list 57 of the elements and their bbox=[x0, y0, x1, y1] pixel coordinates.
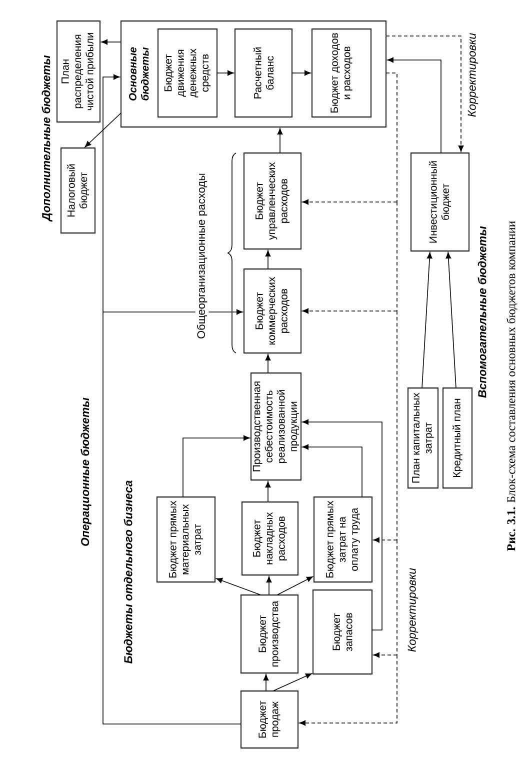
arrow bbox=[263, 674, 269, 692]
arrow bbox=[265, 481, 271, 502]
dashed-arrow bbox=[373, 652, 398, 658]
dashed-line bbox=[396, 202, 398, 312]
arrow bbox=[302, 444, 362, 498]
process-box: Бюджет прямых материальных затрат bbox=[156, 496, 216, 582]
arrow bbox=[102, 74, 120, 312]
process-box: Бюджет коммерческих расходов bbox=[244, 268, 302, 354]
process-box: Кредитный план bbox=[442, 388, 472, 488]
arrow bbox=[272, 673, 312, 692]
dashed-arrow bbox=[386, 36, 464, 152]
dashed-arrow bbox=[302, 199, 398, 205]
annotation-label: Корректировки bbox=[466, 31, 480, 119]
arrow bbox=[101, 39, 122, 45]
annotation-label: Корректировки bbox=[406, 566, 420, 654]
arrow bbox=[422, 252, 432, 388]
arrow bbox=[265, 354, 271, 374]
arrow bbox=[277, 128, 283, 154]
connector-line bbox=[102, 312, 242, 724]
process-box: Бюджет управленческих расходов bbox=[244, 152, 302, 250]
dashed-arrow bbox=[373, 537, 398, 543]
section-heading: Операционные бюджеты bbox=[79, 396, 93, 548]
arrow bbox=[216, 70, 234, 76]
arrow bbox=[266, 576, 272, 596]
dashed-arrow bbox=[302, 308, 398, 314]
section-heading: Бюджеты отдельного бизнеса bbox=[122, 478, 134, 666]
arrow bbox=[387, 57, 442, 154]
process-box: Бюджет доходов и расходов bbox=[312, 28, 372, 118]
process-box: Инвестиционный бюджет bbox=[410, 152, 470, 252]
dashed-line bbox=[396, 540, 398, 656]
process-box: Бюджет накладных расходов bbox=[242, 502, 298, 576]
process-box: Бюджет продаж bbox=[240, 690, 298, 748]
section-heading: Вспомогательные бюджеты bbox=[476, 224, 488, 400]
process-box: Налоговый бюджет bbox=[60, 148, 96, 234]
process-box: План капитальных затрат bbox=[408, 388, 438, 488]
arrow bbox=[276, 576, 314, 596]
process-box: Расчетный баланс bbox=[234, 28, 292, 118]
process-box: Производственная себестоимость реализованной продукции bbox=[250, 372, 302, 480]
arrow bbox=[182, 435, 250, 498]
arrow bbox=[102, 309, 243, 315]
process-box: Бюджет запасов bbox=[312, 590, 372, 674]
dashed-arrow bbox=[299, 654, 398, 726]
dashed-line bbox=[396, 310, 398, 540]
process-box: Бюджет прямых затрат на оплату труда bbox=[314, 496, 372, 582]
figure-caption: Рис. 3.1. Блок-схема составления основных бюджетов компании bbox=[506, 221, 518, 551]
process-box: Бюджет производства bbox=[240, 594, 298, 674]
group-label: Общеорганизационные расходы bbox=[195, 172, 209, 340]
arrow bbox=[84, 112, 122, 148]
arrow bbox=[446, 252, 456, 388]
arrow bbox=[265, 250, 271, 270]
process-box: План распределения чистой прибыли bbox=[56, 20, 100, 122]
arrow bbox=[302, 419, 382, 630]
process-box: Бюджет движения денежных средств bbox=[158, 28, 218, 118]
arrow bbox=[216, 578, 262, 596]
arrow bbox=[292, 70, 311, 76]
section-heading: Дополнительные бюджеты bbox=[40, 54, 54, 222]
dashed-line bbox=[386, 72, 398, 202]
